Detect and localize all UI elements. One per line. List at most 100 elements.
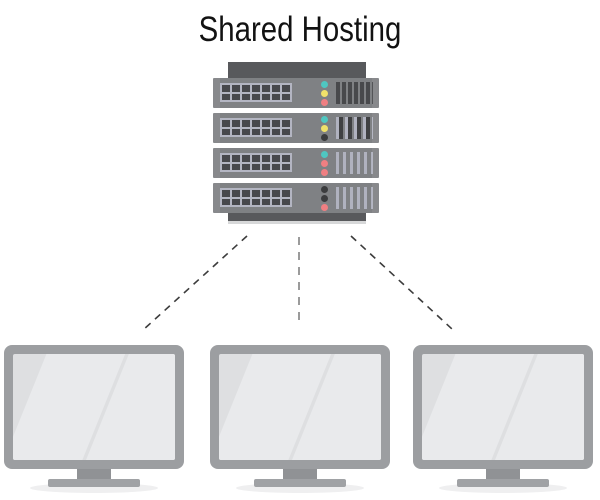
port-cell [222,85,230,92]
led-indicator [321,186,328,193]
port-cell [272,93,280,100]
client-monitor-1 [4,345,184,495]
server-unit [213,113,379,143]
connection-line [142,235,248,331]
led-indicator [321,81,328,88]
port-cell [282,198,290,205]
vent-grille [336,117,373,139]
monitor-bezel [210,345,390,469]
port-grid [220,188,292,207]
monitor-neck [486,469,520,479]
led-indicator [321,99,328,106]
port-cell [232,128,240,135]
monitor-base [457,479,549,487]
server-unit [213,148,379,178]
port-cell [282,155,290,162]
monitor-neck [77,469,111,479]
port-cell [272,163,280,170]
port-cell [232,190,240,197]
port-cell [242,128,250,135]
led-indicator [321,169,328,176]
led-column [321,81,329,106]
port-cell [242,93,250,100]
port-cell [222,155,230,162]
port-cell [232,93,240,100]
port-cell [282,120,290,127]
port-cell [222,93,230,100]
led-indicator [321,160,328,167]
port-cell [262,155,270,162]
port-cell [282,163,290,170]
monitor-screen [422,354,584,460]
led-indicator [321,151,328,158]
monitor-screen [219,354,381,460]
port-cell [282,190,290,197]
port-cell [262,190,270,197]
rack-frame-base [228,221,366,224]
port-grid [220,83,292,102]
port-cell [272,198,280,205]
port-cell [242,163,250,170]
port-cell [262,128,270,135]
port-cell [222,198,230,205]
led-indicator [321,116,328,123]
led-column [321,151,329,176]
led-indicator [321,134,328,141]
led-indicator [321,90,328,97]
port-grid [220,153,292,172]
port-cell [262,120,270,127]
port-cell [252,120,260,127]
vent-grille [336,82,373,104]
port-cell [272,190,280,197]
led-indicator [321,204,328,211]
port-cell [262,198,270,205]
port-cell [232,155,240,162]
port-cell [232,198,240,205]
monitor-screen [13,354,175,460]
monitor-base [48,479,140,487]
connection-line [350,235,453,330]
port-cell [252,198,260,205]
port-cell [222,120,230,127]
port-cell [252,155,260,162]
port-cell [282,128,290,135]
diagram-title: Shared Hosting [198,10,402,49]
monitor-bezel [4,345,184,469]
port-cell [252,128,260,135]
port-grid [220,118,292,137]
client-monitor-2 [210,345,390,495]
server-rack [213,62,379,226]
led-column [321,116,329,141]
port-cell [242,85,250,92]
port-cell [222,128,230,135]
vent-grille [336,187,373,209]
port-cell [242,198,250,205]
port-cell [262,93,270,100]
monitor-base [254,479,346,487]
port-cell [242,190,250,197]
monitor-bezel [413,345,593,469]
port-cell [232,163,240,170]
port-cell [252,163,260,170]
server-unit [213,78,379,108]
port-cell [232,85,240,92]
port-cell [262,85,270,92]
port-cell [222,190,230,197]
port-cell [272,155,280,162]
led-column [321,186,329,211]
port-cell [272,128,280,135]
vent-grille [336,152,373,174]
rack-units [213,78,379,213]
port-cell [252,190,260,197]
port-cell [252,93,260,100]
port-cell [272,120,280,127]
port-cell [282,93,290,100]
port-cell [272,85,280,92]
port-cell [222,163,230,170]
led-indicator [321,125,328,132]
server-unit [213,183,379,213]
led-indicator [321,195,328,202]
port-cell [242,155,250,162]
